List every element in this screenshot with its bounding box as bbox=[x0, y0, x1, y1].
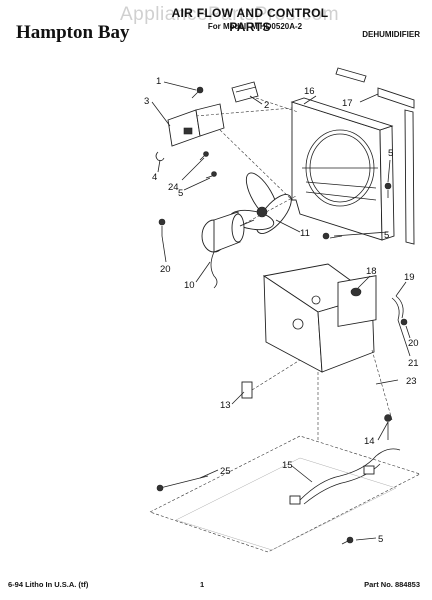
callout-5a: 5 bbox=[178, 188, 183, 199]
callout-4: 4 bbox=[152, 172, 157, 183]
drain-tube bbox=[391, 295, 404, 321]
callout-19: 19 bbox=[404, 272, 415, 283]
callout-21: 21 bbox=[408, 358, 419, 369]
callout-labels: 1 2 3 4 5 5 5 5 10 11 13 14 15 16 17 18 … bbox=[144, 76, 419, 545]
callout-16: 16 bbox=[304, 86, 315, 97]
clip bbox=[155, 151, 165, 162]
control-bracket bbox=[262, 263, 377, 373]
callout-11: 11 bbox=[300, 228, 310, 239]
screw bbox=[158, 218, 166, 236]
callout-14: 14 bbox=[364, 436, 375, 447]
callout-5d: 5 bbox=[378, 534, 383, 545]
fan-shroud-panel bbox=[290, 97, 395, 241]
thermostat bbox=[384, 414, 392, 440]
capacitor bbox=[241, 381, 253, 399]
screw bbox=[400, 318, 408, 326]
footer-part-number: Part No. 884853 bbox=[364, 580, 420, 589]
page-title: AIR FLOW AND CONTROL PARTS bbox=[171, 6, 329, 34]
callout-3: 3 bbox=[144, 96, 149, 107]
fan-motor bbox=[201, 211, 255, 289]
callout-23: 23 bbox=[406, 376, 417, 387]
callout-1: 1 bbox=[156, 76, 161, 87]
footer-litho: 6-94 Litho In U.S.A. (tf) bbox=[8, 580, 89, 589]
leader-lines bbox=[151, 81, 411, 541]
base-outline bbox=[149, 435, 421, 553]
screw bbox=[199, 151, 209, 161]
callout-5c: 5 bbox=[384, 230, 389, 241]
product-type: DEHUMIDIFIER bbox=[362, 30, 420, 39]
callout-25: 25 bbox=[220, 466, 231, 477]
screw bbox=[341, 536, 354, 545]
grommet bbox=[350, 287, 362, 297]
screw bbox=[205, 171, 217, 179]
screw bbox=[191, 86, 204, 99]
callout-10: 10 bbox=[184, 280, 195, 291]
assembly-lines bbox=[195, 97, 393, 440]
fan-blade bbox=[229, 172, 292, 234]
footer-page-number: 1 bbox=[200, 580, 205, 589]
callout-2: 2 bbox=[264, 100, 269, 111]
wiring-harness bbox=[289, 448, 401, 505]
watermark: AppliancePartsPros.com bbox=[120, 4, 340, 25]
callout-15: 15 bbox=[282, 460, 293, 471]
screw bbox=[322, 232, 343, 240]
callout-24: 24 bbox=[168, 182, 179, 193]
callout-20b: 20 bbox=[408, 338, 419, 349]
screw bbox=[384, 182, 392, 198]
callout-18: 18 bbox=[366, 266, 377, 277]
callout-5b: 5 bbox=[388, 148, 393, 159]
callout-17: 17 bbox=[342, 98, 353, 109]
motor-bracket bbox=[167, 103, 225, 147]
brand-name: Hampton Bay bbox=[16, 22, 130, 43]
model-subtitle: For Model: M HD0520A-2 bbox=[207, 22, 303, 31]
foam-strip bbox=[335, 67, 415, 245]
callout-13: 13 bbox=[220, 400, 231, 411]
callout-20a: 20 bbox=[160, 264, 171, 275]
